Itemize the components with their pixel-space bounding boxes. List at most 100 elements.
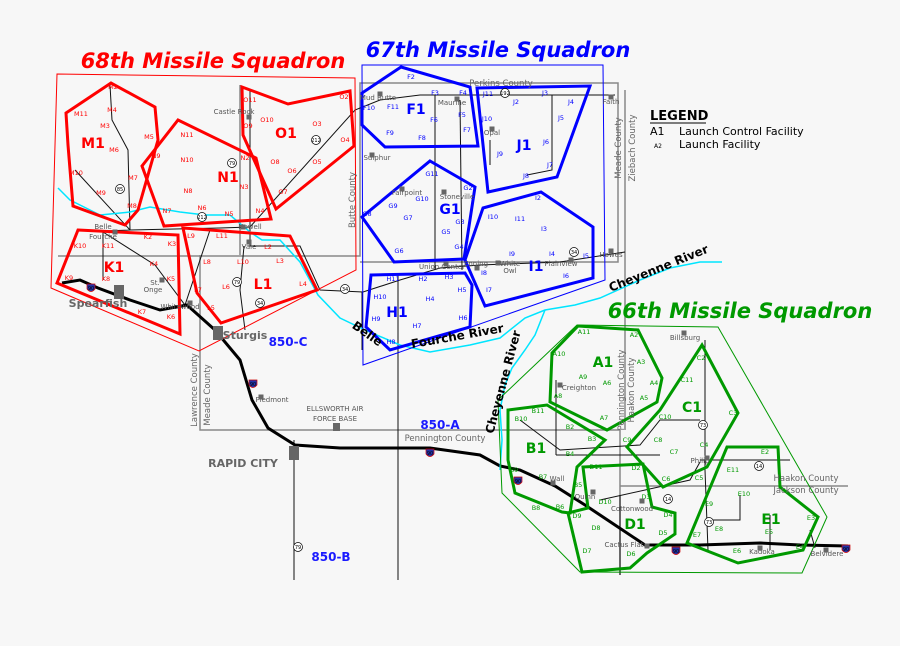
launch-facility-b10: B10 [515,415,528,423]
route-number: 14 [665,497,671,503]
launch-facility-i8: I8 [481,269,487,277]
town-marker [187,300,193,306]
highway-shield-icon [663,494,673,504]
launch-facility-g6: G6 [394,247,403,255]
launch-facility-f3: F3 [431,89,439,97]
launch-facility-l7: L7 [194,286,202,294]
launch-control-facility-c1: C1 [682,400,702,416]
town-label: St. [150,279,159,287]
route-number: 79 [229,161,235,167]
launch-facility-k3: K3 [168,240,176,248]
launch-facility-i2: I2 [535,194,541,202]
route-number: 73 [706,520,712,526]
launch-facility-f9: F9 [386,129,394,137]
road [459,99,463,271]
highway-shield-icon [754,461,764,471]
interstate-shield-icon [841,544,851,553]
legend-key-lf: A2 [654,143,662,150]
flight-d1-boundary [566,462,677,574]
launch-facility-f8: F8 [418,134,426,142]
launch-facility-n8: N8 [184,187,193,195]
launch-facility-h7: H7 [412,322,421,330]
legend: LEGEND A1 Launch Control Facility A2 Lau… [650,109,804,151]
launch-facility-g3: G3 [455,218,464,226]
air-force-base-marker [333,423,340,431]
town-label: Creighton [562,384,596,392]
launch-control-facility-j1: J1 [516,138,532,154]
county-lines [58,82,848,575]
interstate-shield-icon [248,379,258,388]
town-label: White [500,260,520,268]
launch-facility-m4: M4 [107,106,117,114]
roads [61,84,849,580]
launch-facility-j10: J10 [481,115,492,123]
launch-facility-g7: G7 [403,214,412,222]
launch-facility-h8: H8 [386,338,395,346]
flight-i1-boundary [463,190,595,308]
town-marker [240,224,246,230]
city-label: RAPID CITY [208,457,279,470]
town-marker [112,229,118,235]
road [102,229,211,307]
launch-facility-j6: J6 [542,138,549,146]
air-force-base-label: ELLSWORTH AIR [307,405,364,413]
launch-facility-h6: H6 [458,314,467,322]
launch-facility-h3: H3 [444,273,453,281]
launch-facility-b9: B9 [510,466,519,474]
town-label: Maurine [438,99,466,107]
town-label: Union Center [419,263,465,271]
town-marker [399,186,405,192]
highway-shield-icon [227,158,237,168]
launch-facility-d6: D6 [626,550,635,558]
town-marker [590,489,596,495]
launch-facility-b5: B5 [574,481,583,489]
town-marker [823,547,829,553]
highway-shield-icon [569,247,579,257]
city-marker [114,285,124,299]
launch-facility-a8: A8 [554,392,563,400]
flight-e1-boundary [685,445,820,565]
squadron-title-66: 66th Missile Squadron [608,299,873,323]
town-label: Belvidere [811,550,844,558]
launch-facility-d11: D11 [589,463,602,471]
town-label: Fairpoint [392,189,423,197]
legend-title: LEGEND [650,109,709,124]
launch-facility-n6: N6 [198,204,207,212]
interstate-shield-icon [671,546,681,555]
town-label: Onge [144,286,163,294]
launch-facility-h4: H4 [425,295,434,303]
launch-facility-n2: N2 [241,154,250,162]
county-label: Lawrence County [190,353,200,427]
launch-facility-c3: C3 [729,409,738,417]
flight-j1-boundary [475,84,593,194]
flight-c1-boundary [624,342,740,489]
county-boundary [199,255,620,431]
town-marker [246,114,252,120]
flight-l1-boundary [181,226,320,325]
launch-facility-f6: F6 [430,116,438,124]
launch-facility-j11: J11 [482,90,493,98]
city-marker [213,326,223,340]
town-marker [681,330,687,336]
county-label: Meade County [203,364,213,425]
launch-facility-c9: C9 [623,436,632,444]
launch-facility-o5: O5 [312,158,321,166]
highway-shield-icon [255,298,265,308]
launch-facility-f7: F7 [463,126,471,134]
road [710,495,741,521]
launch-facility-a9: A9 [579,373,588,381]
flight-h1-boundary [364,271,474,352]
launch-facility-c5: C5 [695,474,704,482]
interstate-shield-icon [86,283,96,292]
launch-facility-m3: M3 [100,122,110,130]
town-marker [644,543,650,549]
launch-facility-d8: D8 [591,524,600,532]
highway-shield-icon [293,542,303,552]
town-marker [159,277,165,283]
road [74,169,131,231]
launch-facility-g8: G8 [362,210,371,218]
launch-facility-o8: O8 [270,158,279,166]
county-label: Haakon County [627,358,637,423]
missile-field-area-label: 850-B [311,550,350,564]
